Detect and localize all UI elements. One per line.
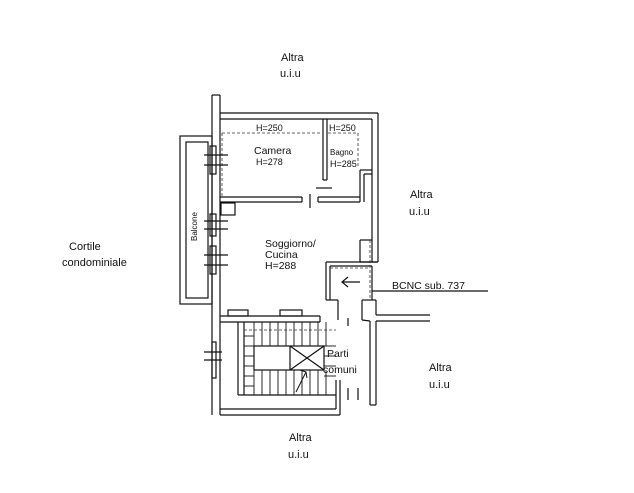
top-neighbor-label-1: Altra (281, 52, 304, 64)
bcnc-label: BCNC sub. 737 (392, 280, 465, 292)
stair-treads (244, 322, 336, 395)
camera-height-label: H=278 (256, 157, 283, 167)
right-neighbor-label-1: Altra (410, 189, 433, 201)
lower-right-neighbor-label-2: u.i.u (429, 379, 450, 391)
stair-well (253, 345, 325, 371)
courtyard-label-2: condominiale (62, 257, 127, 269)
window-marks (204, 145, 228, 379)
bottom-neighbor-label-1: Altra (289, 432, 312, 444)
courtyard-label-1: Cortile (69, 241, 101, 253)
bagno-ceiling-label: H=250 (329, 123, 356, 133)
soggiorno-label-1: Soggiorno/ (265, 238, 316, 250)
soggiorno-height-label: H=288 (265, 260, 297, 272)
top-neighbor-label-2: u.i.u (280, 68, 301, 80)
bagno-name-label: Bagno (330, 148, 354, 157)
camera-ceiling-label: H=250 (256, 123, 283, 133)
parti-comuni-label-1: Parti (327, 348, 349, 360)
right-neighbor-label-2: u.i.u (409, 206, 430, 218)
soggiorno-label-2: Cucina (265, 249, 298, 261)
bagno-height-label: H=285 (330, 159, 357, 169)
lower-right-neighbor-label-1: Altra (429, 362, 452, 374)
balcony-label: Balcone (190, 212, 199, 241)
camera-name-label: Camera (254, 145, 292, 157)
parti-comuni-label-2: comuni (323, 364, 357, 376)
bottom-neighbor-label-2: u.i.u (288, 449, 309, 461)
balcony-outline (179, 135, 213, 305)
